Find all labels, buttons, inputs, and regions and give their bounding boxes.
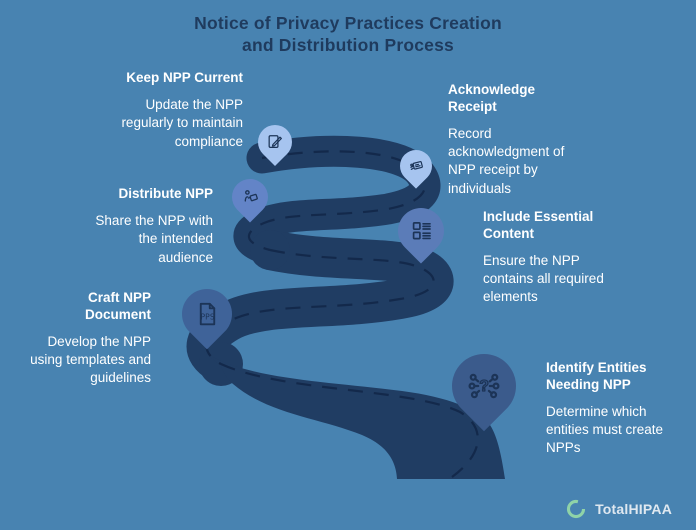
step-heading: Acknowledge Receipt <box>448 82 536 114</box>
step-body: Share the NPP with the intended audience <box>95 212 213 265</box>
step-body: Record acknowledgment of NPP receipt by … <box>448 125 565 196</box>
brand-logo: TotalHIPAA <box>565 498 672 520</box>
step-block-include-essential-content: Include Essential Content Ensure the NPP… <box>483 209 641 307</box>
person-share-icon <box>240 187 261 208</box>
pps-file-label: PPS <box>201 313 215 322</box>
note-edit-icon <box>265 132 285 152</box>
step-heading: Craft NPP Document <box>84 290 151 322</box>
step-heading: Distribute NPP <box>118 186 213 201</box>
step-block-craft-npp-document: Craft NPP Document Develop the NPP using… <box>6 290 151 388</box>
step-block-acknowledge-receipt: Acknowledge Receipt Record acknowledgmen… <box>448 82 598 198</box>
pin-identify-entities: ? <box>438 340 530 432</box>
step-body: Determine which entities must create NPP… <box>546 403 664 456</box>
question-mark-glyph: ? <box>479 378 489 395</box>
step-body: Develop the NPP using templates and guid… <box>30 333 151 386</box>
step-block-identify-entities: Identify Entities Needing NPP Determine … <box>546 360 696 458</box>
step-body: Ensure the NPP contains all required ele… <box>483 252 604 305</box>
step-block-distribute-npp: Distribute NPP Share the NPP with the in… <box>58 186 213 267</box>
pin-acknowledge-receipt <box>393 143 439 189</box>
page-title: Notice of Privacy Practices Creation and… <box>194 13 502 55</box>
pin-keep-npp-current <box>250 117 300 167</box>
content-list-icon <box>408 218 435 245</box>
pin-craft-npp-document: PPS <box>171 278 243 350</box>
step-body: Update the NPP regularly to maintain com… <box>121 96 243 149</box>
step-block-keep-npp-current: Keep NPP Current Update the NPP regularl… <box>73 70 243 151</box>
receipt-hand-icon <box>407 157 426 176</box>
pin-distribute-npp <box>224 171 276 223</box>
pin-include-essential-content <box>388 198 454 264</box>
step-heading: Identify Entities Needing NPP <box>546 360 647 392</box>
step-heading: Include Essential Content <box>483 209 594 241</box>
entities-question-icon: ? <box>466 368 502 404</box>
road-segment-lower <box>204 352 505 479</box>
step-heading: Keep NPP Current <box>126 70 243 85</box>
pps-file-icon: PPS <box>192 299 222 329</box>
logo-text: TotalHIPAA <box>595 501 672 517</box>
logo-ring-icon <box>567 499 586 519</box>
